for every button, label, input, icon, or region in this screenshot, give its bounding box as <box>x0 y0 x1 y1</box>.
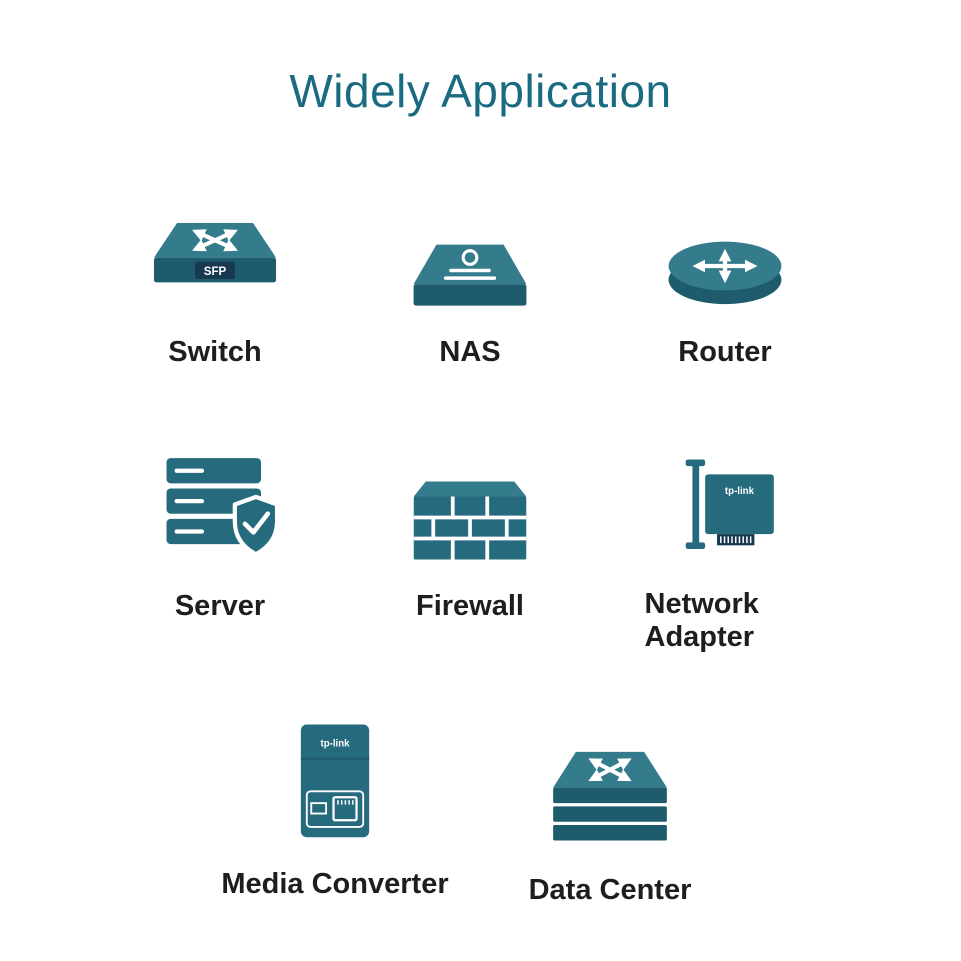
tp-link-logo-text: tp-link <box>321 739 351 750</box>
switch-icon: SFP <box>153 222 277 282</box>
page-title: Widely Application <box>289 65 672 117</box>
item-label-nas: NAS <box>439 336 501 368</box>
application-item-router: Router <box>595 214 855 369</box>
item-label-network-adapter: Network Adapter <box>644 588 759 654</box>
network-adapter-icon: tp-link <box>685 458 774 549</box>
media-converter-icon: tp-link <box>300 724 370 838</box>
item-label-firewall: Firewall <box>416 590 524 622</box>
data-center-icon <box>553 752 667 841</box>
application-item-switch: SFP Switch <box>85 214 345 369</box>
nas-icon-box <box>340 214 600 310</box>
router-icon <box>668 241 782 304</box>
checkmark-icon <box>242 511 270 535</box>
application-item-firewall: Firewall <box>340 450 600 623</box>
network-adapter-icon-box: tp-link <box>602 448 862 562</box>
server-icon-box <box>90 450 350 564</box>
tp-link-logo-text: tp-link <box>725 485 755 496</box>
item-label-media-converter: Media Converter <box>221 868 449 900</box>
item-label-data-center: Data Center <box>528 874 692 906</box>
ethernet-port-icon <box>332 796 358 822</box>
switch-icon-box: SFP <box>85 214 345 310</box>
chip-icon <box>310 802 328 815</box>
sfp-badge-text: SFP <box>204 266 227 278</box>
item-label-server: Server <box>174 590 266 622</box>
application-item-server: Server <box>90 450 350 623</box>
nas-icon <box>413 244 527 306</box>
application-item-nas: NAS <box>340 214 600 369</box>
front-panel <box>305 790 365 829</box>
server-icon <box>166 457 279 556</box>
router-icon-box <box>595 214 855 310</box>
data-center-icon-box <box>480 718 740 848</box>
firewall-icon-box <box>340 450 600 564</box>
application-item-media-converter: tp-link Media Converter <box>205 712 465 901</box>
application-item-network-adapter: tp-link Network Adapter <box>602 448 862 655</box>
media-converter-icon-box: tp-link <box>205 712 465 842</box>
item-label-switch: Switch <box>168 336 262 368</box>
application-item-data-center: Data Center <box>480 718 740 907</box>
item-label-router: Router <box>678 336 772 368</box>
firewall-icon <box>413 481 527 560</box>
